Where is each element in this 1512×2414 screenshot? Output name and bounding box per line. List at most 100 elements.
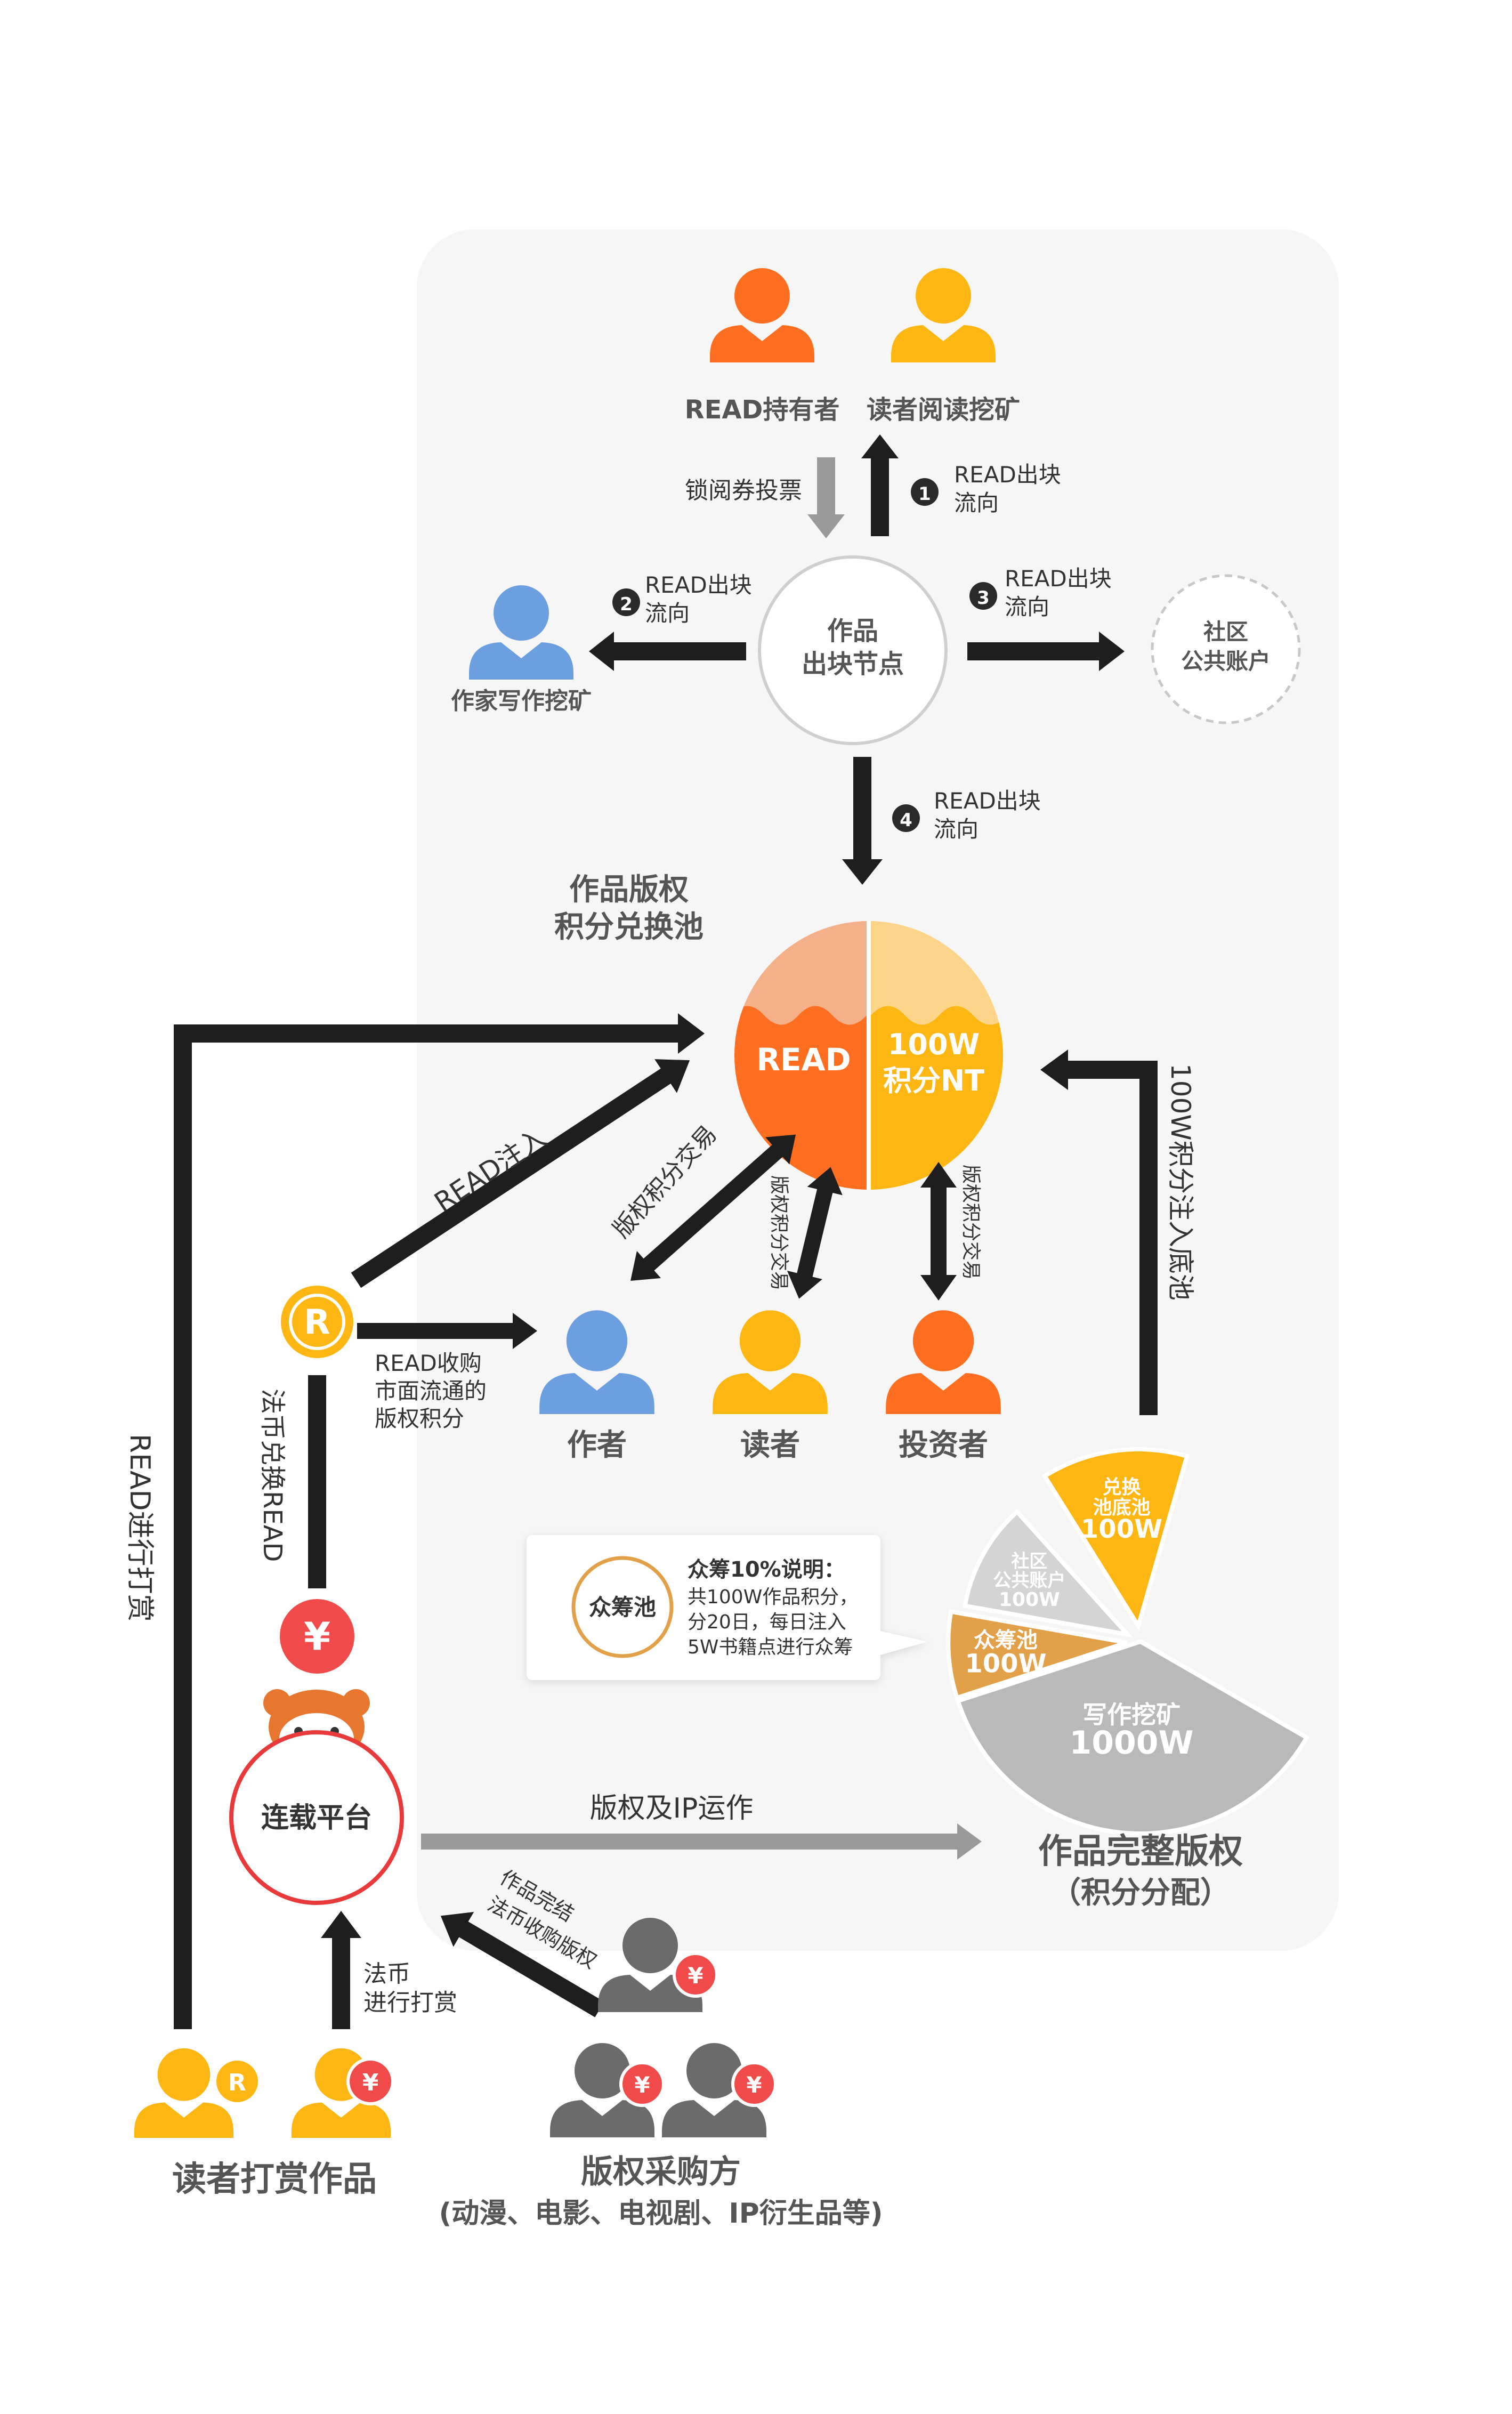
flow-2-number: 2 [620,594,633,615]
reward-yuan-coin-icon [346,2057,394,2105]
read-coin-inner [289,1294,345,1350]
read-reward-arrow [174,1013,705,2029]
investor-trade-label: 版权积分交易 [960,1165,982,1280]
block-node-line1: 作品 [827,616,878,646]
crowdfund-line3: 5W书籍点进行众筹 [688,1636,853,1658]
crowdfund-badge-label: 众筹池 [589,1594,656,1620]
community-account-line2: 公共账户 [1181,648,1271,674]
pool-right-line2: 积分NT [883,1064,984,1097]
flow-1-number: 1 [918,483,931,505]
read-buy-line3: 版权积分 [375,1406,464,1432]
buyer-right-yuan-symbol: ¥ [746,2072,762,2098]
pie-slice-name: 池底池 [1093,1497,1150,1519]
ip-operation-label: 版权及IP运作 [590,1793,754,1824]
pie-slice-value: 100W [965,1649,1046,1678]
pool-right-line1: 100W [888,1028,980,1061]
read-buy-line2: 市面流通的 [375,1378,487,1404]
community-account-circle [1151,574,1301,724]
flow-2-badge [612,588,640,616]
pie-slice [962,1508,1134,1638]
fiat-exchange-label: 法币兑换READ [257,1388,287,1562]
pie-slice-value: 100W [1081,1514,1162,1544]
lock-vote-label: 锁阅券投票 [685,477,802,504]
read-coin-symbol: R [304,1303,330,1342]
crowdfund-line1: 共100W作品积分， [688,1586,858,1608]
platform-circle [229,1730,404,1905]
fiat-reward-line1: 法币 [363,1960,410,1988]
flow-3-badge [969,582,997,610]
pie-slice [946,1609,1128,1701]
flow-2-arrow [589,632,746,671]
reward-read-coin-symbol: R [228,2069,246,2096]
author-label: 作者 [567,1428,627,1463]
flow-4-arrow [842,757,883,885]
flow-1-line1: READ出块 [954,462,1061,488]
pool-title-line1: 作品版权 [569,873,689,907]
crowdfund-badge-circle [571,1556,674,1658]
flow-4-badge [892,804,920,832]
pie-slice-name: 公共账户 [993,1570,1065,1591]
community-account-line1: 社区 [1203,619,1248,645]
flow-2-line1: READ出块 [645,572,752,598]
purchase-arrow [440,1912,604,2017]
flow-4-number: 4 [900,810,912,831]
pie-slice-name: 社区 [1011,1551,1047,1572]
lock-vote-arrow [807,457,845,538]
reward-read-coin-icon [213,2057,261,2105]
pie-slice [1041,1447,1190,1632]
read-inject-arrow [351,1059,690,1288]
crowdfund-line2: 分20日，每日注入 [688,1611,846,1633]
read-buy-line1: READ收购 [375,1350,482,1376]
crowdfund-title: 众筹10%说明： [688,1557,845,1582]
pie-subtitle: （积分分配） [1051,1876,1230,1910]
fiat-exchange-connector [308,1375,326,1588]
pie-slice-value: 1000W [1069,1724,1193,1762]
block-node-circle [758,555,948,745]
pie-slice-name: 众筹池 [974,1628,1038,1653]
pool-left-label: READ [756,1042,851,1078]
pie-title: 作品完整版权 [1038,1832,1243,1871]
reader-mining-label: 读者阅读挖矿 [867,395,1020,425]
buyer-label: 版权采购方 [581,2153,741,2191]
pie-slice-name: 兑换 [1102,1476,1141,1498]
investor-label: 投资者 [899,1428,988,1463]
writer-mining-label: 作家写作挖矿 [451,688,592,715]
author-trade-arrow [630,1134,796,1281]
ip-operation-arrow [421,1823,982,1860]
buyer-left-yuan-icon [619,2061,665,2107]
yuan-coin-icon [280,1599,354,1674]
read-buy-arrow [357,1313,537,1349]
flow-1-badge [911,478,939,506]
buyer-top-yuan-icon [673,1952,718,1998]
reader-trade-arrow [787,1167,843,1299]
nt-inject-label: 100W积分注入底池 [1165,1063,1196,1301]
flow-4-line2: 流向 [934,816,979,842]
flow-3-line2: 流向 [1005,594,1049,620]
investor-trade-arrow [920,1162,957,1301]
reader-reward-label: 读者打赏作品 [172,2160,377,2199]
pie-slice-value: 100W [999,1589,1060,1611]
yuan-coin-symbol: ¥ [304,1614,330,1659]
platform-label: 连载平台 [261,1802,372,1834]
nt-inject-arrow [1040,1049,1158,1415]
fiat-reward-arrow [321,1911,361,2029]
read-reward-label: READ进行打赏 [124,1434,156,1622]
flow-1-line2: 流向 [954,490,999,516]
flow-2-line2: 流向 [645,600,690,626]
flow-4-line1: READ出块 [934,788,1041,814]
reader-label: 读者 [740,1428,800,1463]
buyer-subtitle: (动漫、电影、电视剧、IP衍生品等) [439,2198,883,2230]
pie-slice [955,1639,1310,1836]
exchange-pool [734,921,1003,1190]
reward-yuan-coin-symbol: ¥ [362,2069,379,2096]
read-holder-label: READ持有者 [685,395,840,425]
pool-title-line2: 积分兑换池 [554,910,704,944]
buyer-right-yuan-icon [731,2061,777,2107]
flow-3-number: 3 [977,587,990,609]
flow-3-arrow [967,632,1125,671]
buyer-top-yuan-symbol: ¥ [688,1963,703,1989]
flow-1-arrow [861,434,899,536]
pie-slice-name: 写作挖矿 [1082,1700,1181,1729]
